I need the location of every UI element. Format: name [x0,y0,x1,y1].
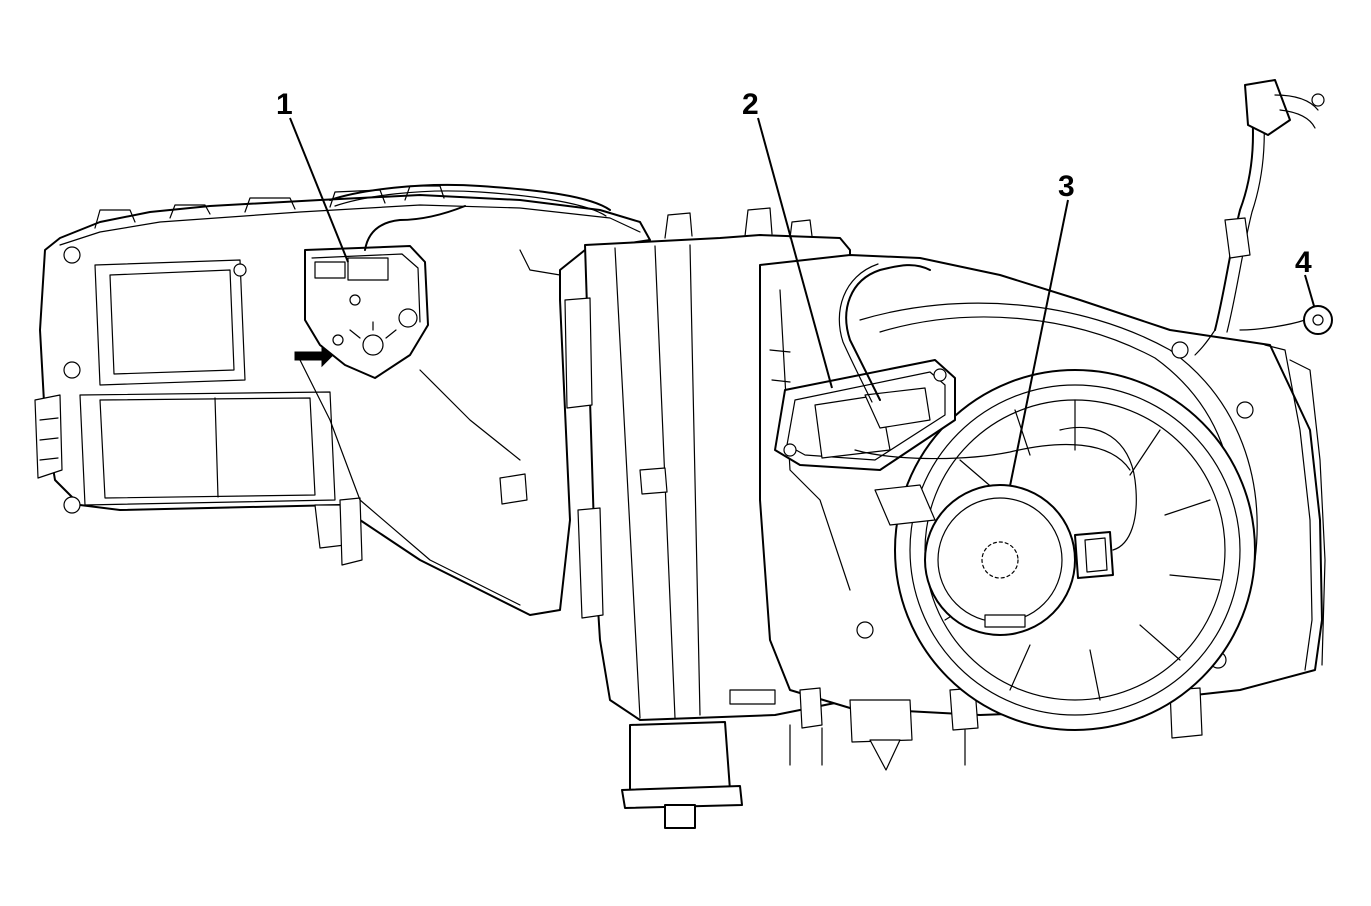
blower-resistor [774,263,1131,471]
blower-motor [874,369,1256,731]
callout-1: 1 [276,88,293,121]
leader-lines [289,117,1315,487]
ground-harness [1194,79,1333,356]
leader-line-2 [757,117,833,389]
callout-4: 4 [1295,246,1312,279]
leader-line-4 [1304,274,1315,307]
callout-2: 2 [742,88,759,121]
mode-actuator [294,205,466,379]
callout-3: 3 [1058,170,1075,203]
leader-line-1 [289,117,349,263]
left-housing [34,183,651,616]
leader-line-3 [1009,199,1069,487]
